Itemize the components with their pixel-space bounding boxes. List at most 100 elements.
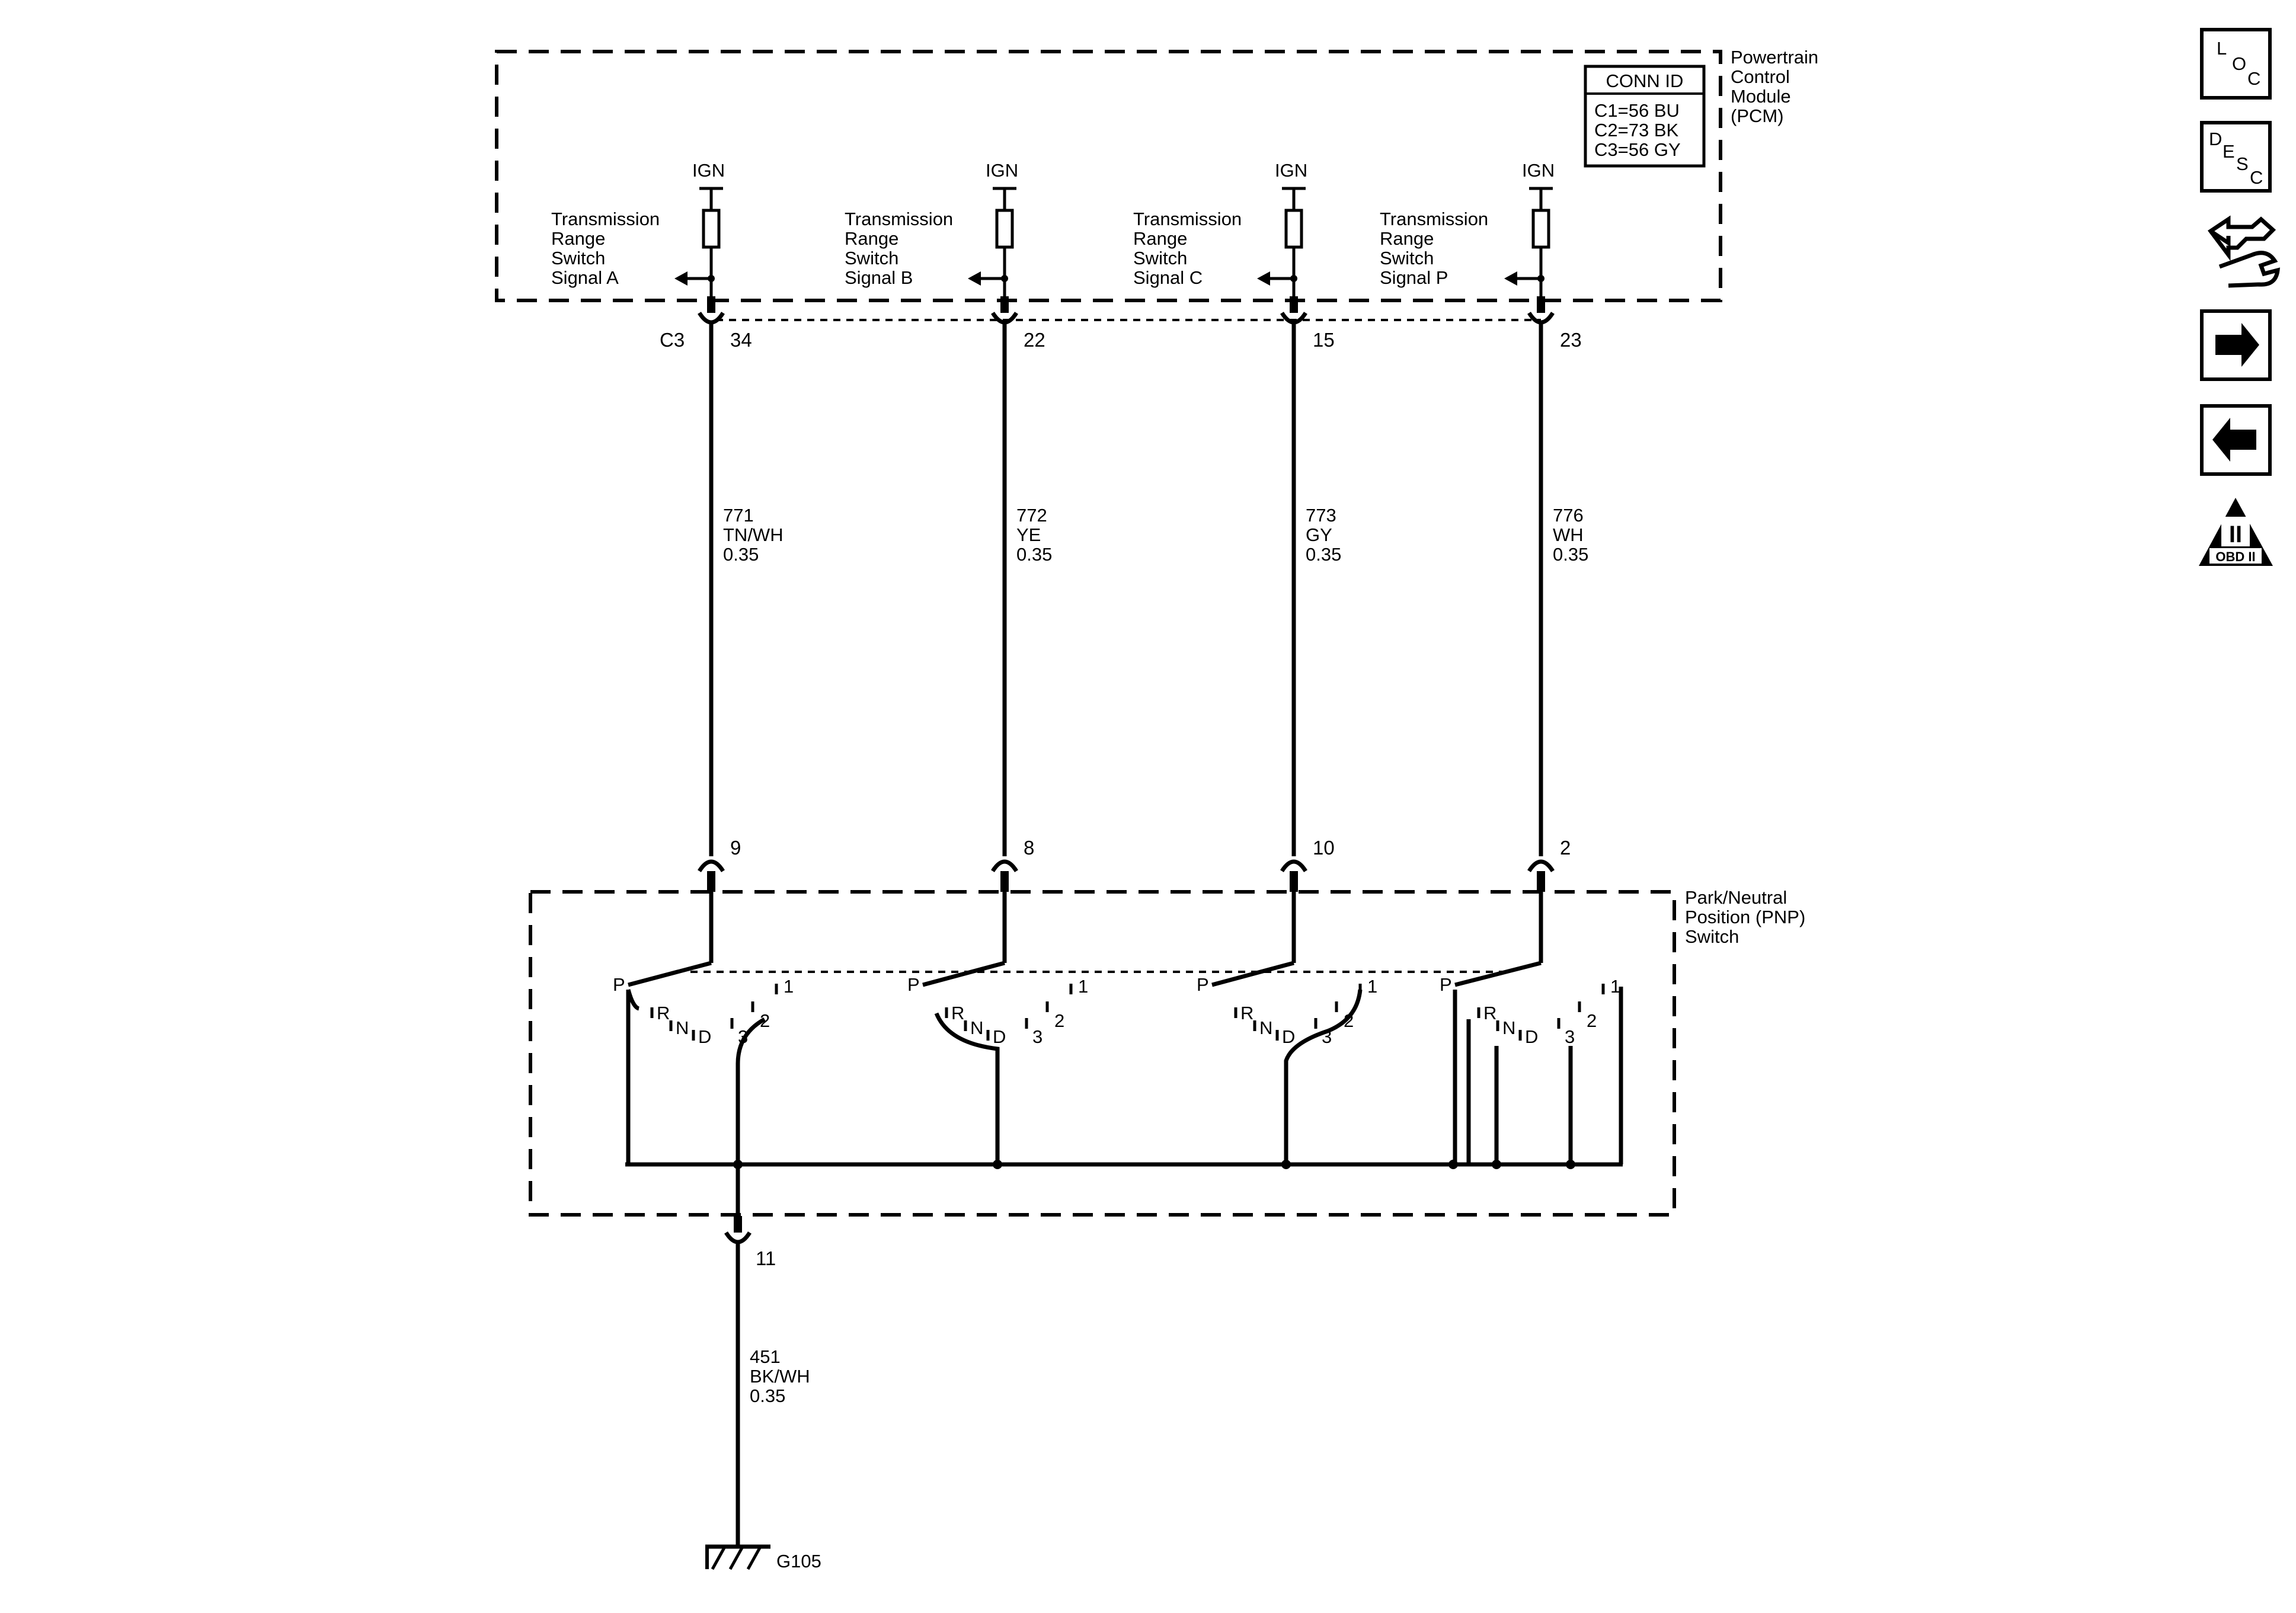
pnp-position-label: R xyxy=(657,1003,670,1023)
signal-arrow-icon xyxy=(1257,271,1270,286)
pnp-position-label: D xyxy=(1282,1026,1295,1047)
pnp-position-label: 1 xyxy=(784,976,794,997)
wire-gauge: 0.35 xyxy=(1553,544,1588,565)
schematic-wrench-icon[interactable] xyxy=(2207,215,2281,288)
pnp-position-label: N xyxy=(1502,1017,1515,1038)
wire-color: GY xyxy=(1306,524,1332,545)
signal-label-line: Transmission xyxy=(1380,209,1488,229)
obd-numeral: II xyxy=(2229,521,2242,548)
signal-label-line: Signal A xyxy=(551,267,619,288)
desc-icon-letter: E xyxy=(2223,141,2235,162)
svg-text:Switch: Switch xyxy=(1685,926,1739,947)
ground-circuit: 11 451 BK/WH 0.35 G105 xyxy=(705,1164,821,1572)
pullup-resistor xyxy=(1284,209,1303,249)
loc-icon-letter: L xyxy=(2217,38,2227,59)
pnp-box xyxy=(529,890,1676,1217)
obd-ii-icon[interactable]: II OBD II xyxy=(2199,498,2273,566)
pcm-connector-label: C3 xyxy=(660,329,685,351)
wire-color: WH xyxy=(1553,524,1584,545)
pnp-position-label: 3 xyxy=(1032,1026,1043,1047)
pnp-position-label: 1 xyxy=(1610,976,1620,997)
nav-loc-button[interactable]: L O C xyxy=(2200,28,2272,100)
ign-label: IGN xyxy=(986,160,1018,181)
pnp-pin-number: 10 xyxy=(1313,837,1335,859)
ign-label: IGN xyxy=(1275,160,1307,181)
svg-text:Module: Module xyxy=(1731,86,1791,107)
wire-color: TN/WH xyxy=(723,524,784,545)
pcm-name: Powertrain Control Module (PCM) xyxy=(1731,47,1818,126)
wire-number: 772 xyxy=(1016,505,1047,526)
pullup-resistor xyxy=(702,209,721,249)
nav-back-button[interactable] xyxy=(2200,404,2272,476)
signal-label-line: Switch xyxy=(845,248,898,268)
pnp-pin-number: 2 xyxy=(1560,837,1571,859)
desc-icon-letter: S xyxy=(2236,153,2249,174)
pcm-pin-number: 23 xyxy=(1560,329,1582,351)
wire-number: 771 xyxy=(723,505,754,526)
wire-gauge: 0.35 xyxy=(1016,544,1052,565)
pnp-name: Park/Neutral Position (PNP) Switch xyxy=(1685,887,1805,947)
pnp-position-label: R xyxy=(951,1003,964,1023)
pcm-pin-number: 34 xyxy=(730,329,752,351)
ground-wire-color: BK/WH xyxy=(750,1366,810,1387)
signal-label-line: Transmission xyxy=(551,209,660,229)
signal-label-line: Switch xyxy=(1133,248,1187,268)
obd-label: OBD II xyxy=(2215,549,2255,564)
conn-id-line: C3=56 GY xyxy=(1594,139,1681,160)
signal-label-line: Switch xyxy=(1380,248,1434,268)
wire-color: YE xyxy=(1016,524,1041,545)
pullup-resistor xyxy=(995,209,1014,249)
svg-text:Position (PNP): Position (PNP) xyxy=(1685,907,1805,927)
pnp-position-label: 1 xyxy=(1367,976,1377,997)
svg-text:(PCM): (PCM) xyxy=(1731,105,1784,126)
nav-desc-button[interactable]: D E S C xyxy=(2200,121,2272,193)
signal-label-line: Range xyxy=(845,228,898,249)
arrow-right-icon xyxy=(2215,323,2259,367)
pcm-pin-number: 15 xyxy=(1313,329,1335,351)
signal-arrow-icon xyxy=(674,271,687,286)
ground-wire-gauge: 0.35 xyxy=(750,1385,785,1406)
pnp-position-label: 1 xyxy=(1078,976,1088,997)
signal-label-line: Range xyxy=(1380,228,1434,249)
pnp-position-label: D xyxy=(1525,1026,1538,1047)
desc-icon-letter: D xyxy=(2209,129,2222,149)
pnp-position-label: P xyxy=(1440,974,1452,995)
conn-id-line: C2=73 BK xyxy=(1594,120,1679,140)
pnp-position-label: R xyxy=(1483,1003,1496,1023)
wire-gauge: 0.35 xyxy=(723,544,759,565)
signal-label-line: Transmission xyxy=(845,209,953,229)
signal-label-line: Switch xyxy=(551,248,605,268)
signal-label-line: Transmission xyxy=(1133,209,1242,229)
ground-wire-number: 451 xyxy=(750,1346,781,1367)
pnp-pin-number: 9 xyxy=(730,837,741,859)
signal-label-line: Range xyxy=(551,228,605,249)
pnp-position-label: N xyxy=(676,1017,689,1038)
wire-number: 776 xyxy=(1553,505,1584,526)
svg-text:Control: Control xyxy=(1731,66,1790,87)
pullup-resistor xyxy=(1531,209,1550,249)
pcm-box xyxy=(495,50,1722,302)
pnp-position-label: R xyxy=(1240,1003,1253,1023)
pcm-pin-number: 22 xyxy=(1024,329,1045,351)
pnp-pin-number: 8 xyxy=(1024,837,1034,859)
nav-forward-button[interactable] xyxy=(2200,309,2272,381)
pnp-position-label: D xyxy=(993,1026,1006,1047)
arrow-left-icon xyxy=(2212,418,2256,462)
conn-id-box: CONN ID C1=56 BU C2=73 BK C3=56 GY xyxy=(1584,65,1706,168)
conn-id-title: CONN ID xyxy=(1606,71,1684,91)
pnp-position-label: N xyxy=(970,1017,983,1038)
signal-label-line: Signal B xyxy=(845,267,913,288)
signal-label-line: Signal P xyxy=(1380,267,1448,288)
ign-label: IGN xyxy=(1522,160,1555,181)
signal-arrow-icon xyxy=(968,271,981,286)
conn-id-line: C1=56 BU xyxy=(1594,100,1680,121)
